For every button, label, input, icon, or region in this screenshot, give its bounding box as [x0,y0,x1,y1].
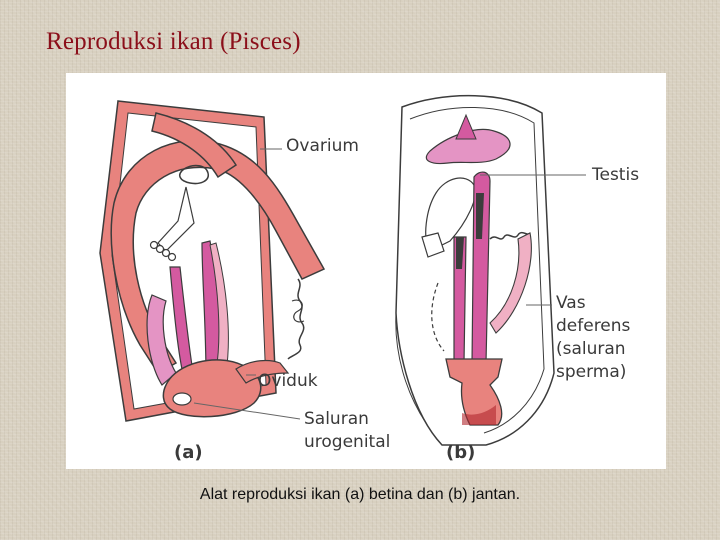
label-sub-a: (a) [174,442,203,463]
label-vas-deferens-line3: (saluran [556,339,626,359]
label-saluran-urogenital-line2: urogenital [304,432,391,452]
label-vas-deferens-line2: deferens [556,316,631,336]
slide-title: Reproduksi ikan (Pisces) [46,28,301,55]
female-organ-drawing [99,100,326,422]
reproductive-organs-illustration [99,94,586,446]
label-testis: Testis [592,165,640,185]
figure-panel: Ovarium Oviduk Saluran urogenital Testis… [66,73,666,469]
figure-caption: Alat reproduksi ikan (a) betina dan (b) … [199,486,521,503]
male-organ-drawing [395,94,586,446]
label-saluran-urogenital-line1: Saluran [304,409,369,429]
label-vas-deferens-line1: Vas [556,293,586,313]
label-sub-b: (b) [446,442,476,463]
label-vas-deferens-line4: sperma) [556,362,627,382]
label-ovarium: Ovarium [286,136,359,156]
label-oviduk: Oviduk [258,371,318,391]
